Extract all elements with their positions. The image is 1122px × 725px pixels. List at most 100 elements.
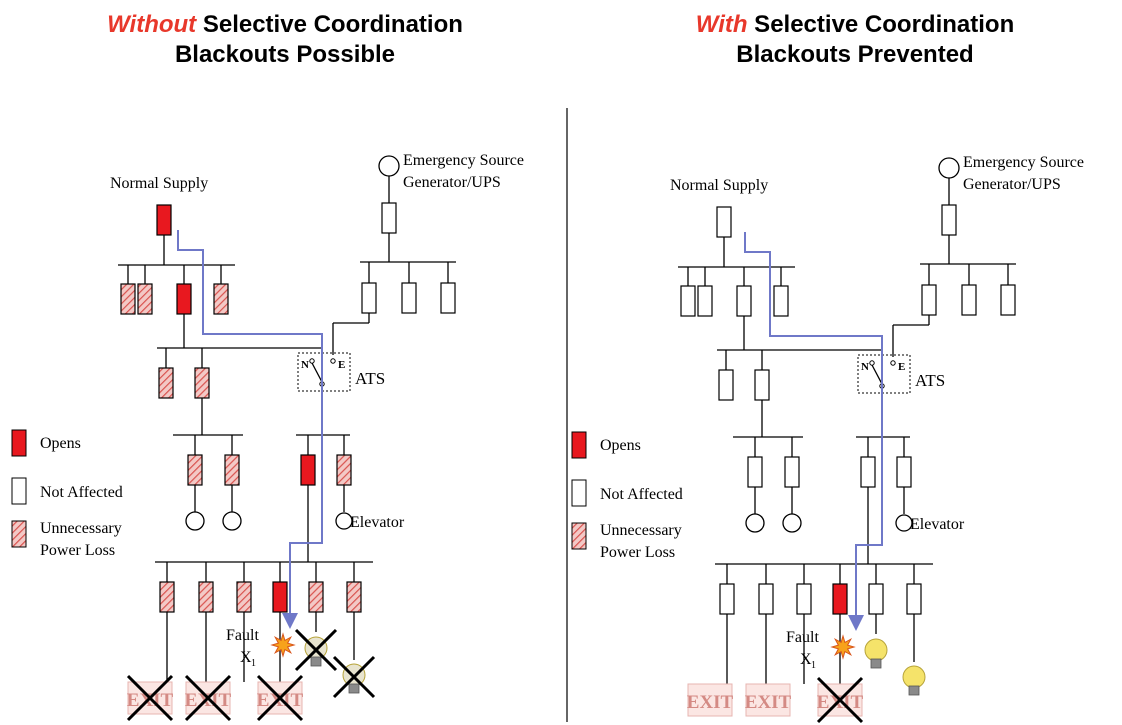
emergency-lighting-breaker — [868, 583, 884, 615]
generator-circle — [938, 157, 960, 179]
legend-opens-swatch — [11, 429, 27, 457]
bulb-base — [908, 685, 920, 696]
normal-supply-label: Normal Supply — [670, 177, 768, 194]
exit-sign-label: EXIT — [185, 690, 232, 711]
emergency-lighting-breaker — [346, 581, 362, 613]
bulb-base — [870, 658, 882, 669]
light-bulb-icon — [902, 665, 926, 689]
main-breaker — [156, 204, 172, 236]
legend-opens-label: Opens — [600, 437, 641, 454]
ats-contact — [309, 358, 315, 364]
fault-x-label: X — [800, 651, 812, 668]
emergency-lighting-breaker — [308, 581, 324, 613]
emergency-lighting-breaker — [906, 583, 922, 615]
cross-out-icon — [256, 674, 304, 722]
elevator-label: Elevator — [910, 516, 965, 533]
cross-out-icon — [332, 655, 376, 699]
generator-breaker — [941, 204, 957, 236]
load-circle — [222, 511, 242, 531]
feeder-breaker — [736, 285, 752, 317]
ats-n-label: N — [861, 361, 869, 373]
load-circle — [745, 513, 765, 533]
legend-not-affected-label: Not Affected — [40, 484, 123, 501]
exit-sign-label: EXIT — [687, 692, 734, 713]
generator-breaker — [381, 202, 397, 234]
exit-sign-label: EXIT — [817, 692, 864, 713]
normal-supply-label: Normal Supply — [110, 175, 208, 192]
legend-unnecessary-swatch — [571, 522, 587, 550]
emergency-load-breaker — [300, 454, 316, 486]
branch-breaker — [718, 369, 734, 401]
emergency-load-breaker — [860, 456, 876, 488]
fault-x-subscript: 1 — [251, 658, 256, 669]
exit-sign-label: EXIT — [745, 692, 792, 713]
emergency-load-breaker — [896, 456, 912, 488]
emergency-lighting-breaker — [758, 583, 774, 615]
wire — [871, 364, 883, 385]
legend-not-affected-label: Not Affected — [600, 486, 683, 503]
emergency-lighting-breaker — [198, 581, 214, 613]
fault-label: Fault — [786, 629, 819, 646]
legend-unnecessary-swatch — [11, 520, 27, 548]
left-title: Without Selective Coordination Blackouts… — [25, 10, 545, 70]
emergency-label-1: Emergency Source — [963, 154, 1084, 171]
emergency-label-2: Generator/UPS — [403, 174, 501, 191]
emergency-lighting-breaker — [719, 583, 735, 615]
emergency-feeder-breaker — [961, 284, 977, 316]
fault-label: Fault — [226, 627, 259, 644]
right-title-rest: Selective Coordination — [747, 11, 1015, 38]
load-breaker — [747, 456, 763, 488]
exit-sign-icon — [687, 683, 733, 717]
legend-opens-swatch — [571, 431, 587, 459]
emergency-load-breaker — [336, 454, 352, 486]
legend-not-affected-swatch — [11, 477, 27, 505]
emergency-feeder-breaker — [440, 282, 456, 314]
exit-sign-label: EXIT — [127, 690, 174, 711]
right-title-highlight: With — [695, 11, 748, 38]
load-breaker — [784, 456, 800, 488]
feeder-breaker — [213, 283, 229, 315]
cross-out-icon — [294, 628, 338, 672]
fault-x-label: X — [240, 649, 252, 666]
elevator-circle — [895, 514, 913, 532]
emergency-lighting-breaker — [832, 583, 848, 615]
cross-out-icon — [126, 674, 174, 722]
ats-e-label: E — [338, 359, 345, 371]
right-subtitle: Blackouts Prevented — [736, 41, 974, 68]
emergency-feeder-breaker — [401, 282, 417, 314]
fault-current-arrow — [177, 230, 323, 629]
load-circle — [782, 513, 802, 533]
emergency-feeder-breaker — [361, 282, 377, 314]
ats-contact — [869, 360, 875, 366]
legend-unnecessary-label-2: Power Loss — [40, 542, 115, 559]
emergency-feeder-breaker — [1000, 284, 1016, 316]
ats-n-label: N — [301, 359, 309, 371]
feeder-breaker — [773, 285, 789, 317]
emergency-lighting-breaker — [272, 581, 288, 613]
legend-unnecessary-label-1: Unnecessary — [40, 520, 122, 537]
ats-label: ATS — [915, 371, 945, 390]
right-title: With Selective Coordination Blackouts Pr… — [595, 10, 1115, 70]
feeder-breaker — [176, 283, 192, 315]
fault-x-subscript: 1 — [811, 660, 816, 671]
emergency-lighting-breaker — [796, 583, 812, 615]
legend-unnecessary-label-2: Power Loss — [600, 544, 675, 561]
ats-box — [297, 352, 351, 392]
cross-out-icon — [184, 674, 232, 722]
feeder-breaker — [137, 283, 153, 315]
ats-contact — [890, 360, 896, 366]
elevator-circle — [335, 512, 353, 530]
main-breaker — [716, 206, 732, 238]
emergency-lighting-breaker — [159, 581, 175, 613]
branch-breaker — [158, 367, 174, 399]
feeder-breaker — [120, 283, 136, 315]
left-title-highlight: Without — [107, 11, 197, 38]
ats-contact — [330, 358, 336, 364]
feeder-breaker — [697, 285, 713, 317]
emergency-feeder-breaker — [921, 284, 937, 316]
exit-sign-icon — [745, 683, 791, 717]
bulb-base — [348, 683, 360, 694]
legend-unnecessary-label-1: Unnecessary — [600, 522, 682, 539]
